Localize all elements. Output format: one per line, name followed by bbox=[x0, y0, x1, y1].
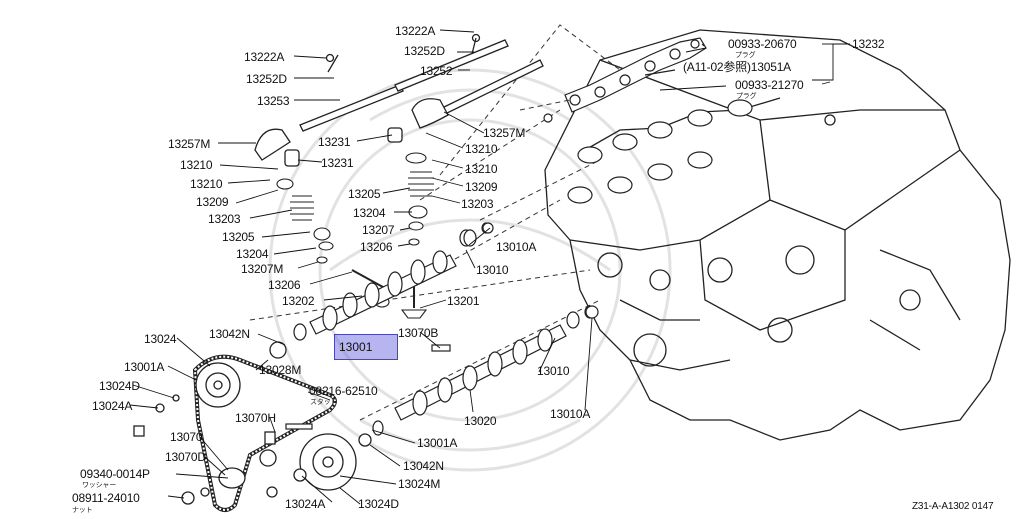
part-13205-b[interactable]: 13205 bbox=[222, 230, 255, 244]
part-13010-b[interactable]: 13010 bbox=[537, 364, 570, 378]
part-13203-b[interactable]: 13203 bbox=[208, 212, 241, 226]
part-13042N-a[interactable]: 13042N bbox=[209, 327, 250, 341]
part-13222A-b[interactable]: 13222A bbox=[244, 50, 285, 64]
part-08911-24010[interactable]: 08911-24010 bbox=[72, 491, 140, 505]
upper-camshaft bbox=[293, 222, 491, 341]
part-13257M-a[interactable]: 13257M bbox=[483, 126, 526, 140]
part-13001A-b[interactable]: 13001A bbox=[417, 436, 458, 450]
part-13210-a[interactable]: 13210 bbox=[465, 142, 498, 156]
leader-lines bbox=[129, 29, 850, 505]
part-13051A[interactable]: (A11-02参照)13051A bbox=[683, 60, 791, 74]
part-13020[interactable]: 13020 bbox=[464, 414, 497, 428]
part-13070B[interactable]: 13070B bbox=[398, 326, 439, 340]
note-washer: ワッシャー bbox=[82, 482, 116, 489]
part-13070H[interactable]: 13070H bbox=[235, 411, 276, 425]
part-13205-a[interactable]: 13205 bbox=[348, 187, 381, 201]
part-13042N-b[interactable]: 13042N bbox=[403, 459, 444, 473]
note-plug-a: プラグ bbox=[735, 52, 756, 59]
part-13231-b[interactable]: 13231 bbox=[321, 156, 354, 170]
part-13203-a[interactable]: 13203 bbox=[461, 197, 494, 211]
valve-stack-left bbox=[276, 178, 393, 293]
part-13252-a[interactable]: 13252 bbox=[420, 64, 453, 78]
note-plug-b: プラグ bbox=[736, 93, 757, 100]
part-13257M-b[interactable]: 13257M bbox=[168, 137, 211, 151]
part-13252D-a[interactable]: 13252D bbox=[404, 44, 445, 58]
part-13070D[interactable]: 13070D bbox=[165, 450, 206, 464]
part-08216-62510[interactable]: 08216-62510 bbox=[309, 384, 378, 398]
part-13028M[interactable]: 13028M bbox=[259, 363, 302, 377]
part-13024D-b[interactable]: 13024D bbox=[358, 497, 399, 511]
part-13204-b[interactable]: 13204 bbox=[236, 247, 269, 261]
part-13024A-a[interactable]: 13024A bbox=[92, 399, 133, 413]
part-13201[interactable]: 13201 bbox=[447, 294, 480, 308]
note-stud: スタッド bbox=[310, 399, 338, 406]
part-13010-a[interactable]: 13010 bbox=[476, 263, 509, 277]
part-00933-21270[interactable]: 00933-21270 bbox=[735, 78, 804, 92]
part-13024D-a[interactable]: 13024D bbox=[99, 379, 140, 393]
timing-belt-assembly bbox=[133, 341, 372, 512]
part-13209-a[interactable]: 13209 bbox=[465, 180, 498, 194]
intake-manifold bbox=[564, 37, 707, 113]
part-13024M[interactable]: 13024M bbox=[398, 477, 441, 491]
part-13010A-a[interactable]: 13010A bbox=[496, 240, 537, 254]
part-13206-b[interactable]: 13206 bbox=[268, 278, 301, 292]
part-13222A-a[interactable]: 13222A bbox=[395, 24, 436, 38]
part-13010A-b[interactable]: 13010A bbox=[550, 407, 591, 421]
rocker-arms bbox=[254, 98, 449, 167]
part-13210-b[interactable]: 13210 bbox=[180, 158, 213, 172]
part-13001A-a[interactable]: 13001A bbox=[124, 360, 165, 374]
part-13210-d[interactable]: 13210 bbox=[190, 177, 223, 191]
part-13070[interactable]: 13070 bbox=[170, 430, 203, 444]
part-13206-a[interactable]: 13206 bbox=[360, 240, 393, 254]
part-13252D-b[interactable]: 13252D bbox=[246, 72, 287, 86]
part-13232[interactable]: 13232 bbox=[852, 37, 885, 51]
part-09340-0014P[interactable]: 09340-0014P bbox=[80, 467, 150, 481]
part-13209-b[interactable]: 13209 bbox=[196, 195, 229, 209]
part-00933-20670[interactable]: 00933-20670 bbox=[728, 37, 797, 51]
cylinder-head-ports bbox=[567, 99, 753, 204]
part-13202[interactable]: 13202 bbox=[282, 294, 315, 308]
highlight-label: 13001 bbox=[339, 340, 373, 354]
part-13207-a[interactable]: 13207 bbox=[362, 223, 395, 237]
part-13204-a[interactable]: 13204 bbox=[353, 206, 386, 220]
part-13207M[interactable]: 13207M bbox=[241, 262, 284, 276]
part-13024-a[interactable]: 13024 bbox=[144, 332, 177, 346]
highlight-13001[interactable]: 13001 bbox=[334, 334, 398, 360]
part-13253[interactable]: 13253 bbox=[257, 94, 290, 108]
diagram-code: Z31-A-A1302 0147 bbox=[912, 501, 994, 512]
part-13024A-b[interactable]: 13024A bbox=[285, 497, 326, 511]
part-13231-a[interactable]: 13231 bbox=[318, 135, 351, 149]
part-13210-c[interactable]: 13210 bbox=[465, 162, 498, 176]
note-nut: ナット bbox=[72, 507, 93, 514]
